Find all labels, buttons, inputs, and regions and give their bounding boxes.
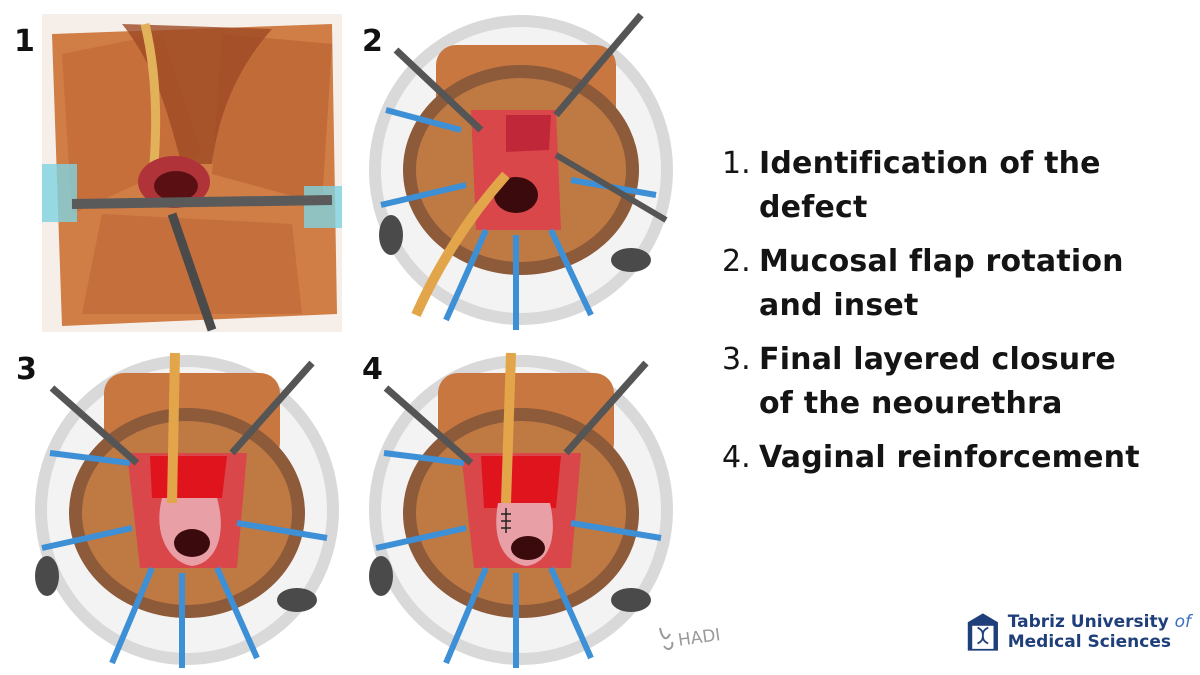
logo-line2: Medical Sciences	[1007, 632, 1171, 652]
dna-gate-emblem-icon	[967, 613, 998, 651]
panel-4-drawing	[369, 352, 673, 668]
step-item: 1. Identification of the defect	[722, 142, 1182, 230]
panel-number: 2	[362, 24, 383, 59]
step-text: Final layered closure of the neourethra	[759, 338, 1116, 426]
step-text: Vaginal reinforcement	[759, 436, 1140, 480]
artist-signature: HADI	[656, 618, 736, 658]
steps-list: 1. Identification of the defect 2. Mucos…	[722, 142, 1182, 490]
logo-text: Tabriz University of Medical Sciences	[1008, 612, 1191, 652]
panel-1-drawing	[42, 14, 342, 332]
panel-number: 3	[16, 352, 37, 387]
step-text: Identification of the defect	[759, 142, 1101, 230]
step-text-line2: and inset	[759, 288, 919, 323]
step-text: Mucosal flap rotation and inset	[759, 240, 1124, 328]
panel-3-drawing	[35, 352, 339, 668]
signature-mark-icon	[659, 627, 674, 650]
step-text-line1: Final layered closure	[759, 342, 1116, 377]
logo-line1: Tabriz University of	[1008, 612, 1191, 632]
step-text-line2: defect	[759, 190, 868, 225]
logo-university-name: Tabriz University	[1007, 612, 1169, 632]
panel-number: 1	[14, 24, 35, 59]
panel-2-drawing	[369, 12, 673, 330]
step-text-line1: Mucosal flap rotation	[759, 244, 1124, 279]
step-item: 3. Final layered closure of the neoureth…	[722, 338, 1182, 426]
step-item: 2. Mucosal flap rotation and inset	[722, 240, 1182, 328]
step-text-line1: Vaginal reinforcement	[759, 440, 1140, 475]
step-number: 3.	[722, 342, 751, 377]
panel-4-illustration: 4	[362, 338, 676, 670]
panel-1-illustration: 1	[14, 14, 342, 332]
panel-2-illustration: 2	[362, 0, 676, 332]
step-number: 2.	[722, 244, 751, 279]
step-text-line1: Identification of the	[759, 146, 1101, 181]
step-number: 4.	[722, 440, 751, 475]
step-number: 1.	[722, 146, 751, 181]
step-text-line2: of the neourethra	[759, 386, 1063, 421]
logo-of: of	[1174, 612, 1191, 632]
university-logo: Tabriz University of Medical Sciences	[966, 606, 1191, 658]
step-item: 4. Vaginal reinforcement	[722, 436, 1182, 480]
panel-number: 4	[362, 352, 383, 387]
panel-3-illustration: 3	[16, 338, 342, 670]
